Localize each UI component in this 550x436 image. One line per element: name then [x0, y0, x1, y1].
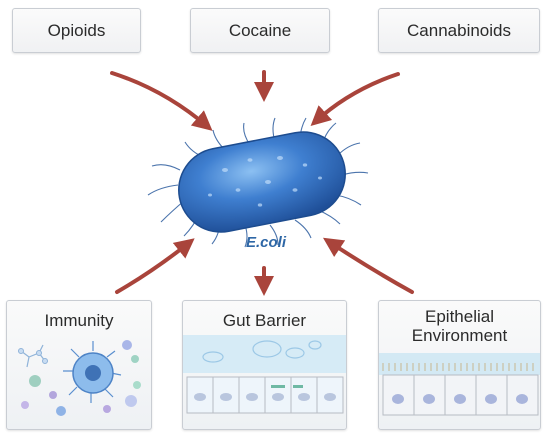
gut-barrier-illustration: [183, 335, 346, 414]
arrow-to-immunity: [115, 238, 195, 294]
output-panel-immunity: Immunity: [6, 300, 152, 430]
arrow-opioids: [110, 71, 213, 131]
arrow-cannabinoids: [310, 72, 400, 127]
arrow-to-epithelial: [322, 237, 414, 294]
epithelial-illustration: [379, 353, 540, 416]
output-label-gut-barrier: Gut Barrier: [222, 311, 307, 330]
input-box-cannabinoids: Cannabinoids: [378, 8, 540, 53]
immune-cells-illustration: [18, 340, 141, 416]
input-label-opioids: Opioids: [47, 20, 106, 40]
input-box-cocaine: Cocaine: [190, 8, 330, 53]
ecoli-body: [178, 131, 346, 233]
input-label-cocaine: Cocaine: [228, 20, 292, 40]
input-label-cannabinoids: Cannabinoids: [407, 20, 511, 40]
input-box-opioids: Opioids: [12, 8, 141, 53]
ecoli-label: E.coli: [245, 234, 286, 251]
output-panel-gut-barrier: Gut Barrier: [182, 300, 347, 430]
arrows: [110, 70, 414, 296]
output-panel-epithelial: Epithelial Environment: [378, 300, 541, 430]
output-label-immunity: Immunity: [44, 311, 114, 330]
output-label-epithelial: Epithelial Environment: [411, 307, 508, 345]
ecoli-bacterium: [147, 117, 369, 248]
